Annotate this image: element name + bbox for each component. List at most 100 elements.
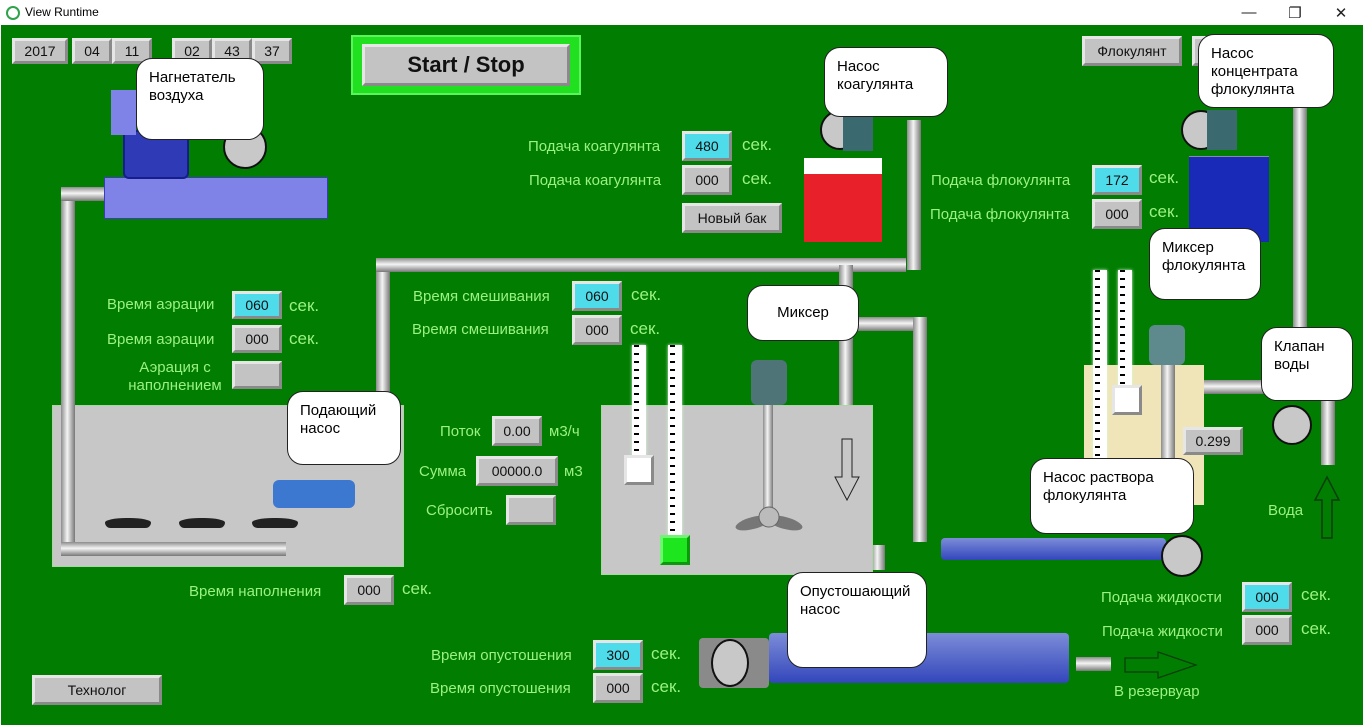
flocculant-button[interactable]: Флокулянт — [1082, 36, 1182, 66]
mixer-motor — [751, 360, 787, 405]
flocculant-solution-pump-bubble: Насос раствора флокулянта — [1030, 458, 1194, 534]
fill-time-unit: сек. — [402, 579, 433, 598]
sum-label: Сумма — [419, 463, 467, 480]
aeration-with-fill-toggle[interactable] — [232, 361, 282, 389]
mix-status-indicator — [660, 535, 690, 565]
liquid-setpoint-unit: сек. — [1301, 585, 1332, 604]
flocculant-concentrate-head — [1207, 110, 1237, 150]
flow-label: Поток — [440, 423, 481, 440]
mixing-tank — [601, 405, 873, 575]
coagulant-pump-bubble: Насос коагулянта — [824, 47, 948, 117]
feed-pump-bubble: Подающий насос — [287, 391, 401, 465]
aeration-tank-pipe-bottom — [61, 542, 286, 556]
clock-second: 37 — [252, 38, 292, 64]
mixing-setpoint-unit: сек. — [631, 285, 662, 304]
drain-setpoint-unit: сек. — [651, 644, 682, 663]
coagulant-setpoint-label: Подача коагулянта — [528, 138, 661, 155]
coagulant-actual-unit: сек. — [742, 169, 773, 188]
mixing-setpoint-label: Время смешивания — [413, 288, 550, 305]
water-valve-bubble: Клапан воды — [1261, 327, 1353, 401]
mixing-actual-value: 000 — [572, 315, 622, 345]
reservoir-arrow-right-icon — [1124, 651, 1198, 679]
new-tank-button[interactable]: Новый бак — [682, 203, 782, 233]
water-valve — [1272, 405, 1312, 445]
drain-setpoint-input[interactable]: 300 — [593, 640, 643, 670]
flocculant-level-scale-1 — [1093, 270, 1107, 465]
flocculant-tank — [1189, 156, 1269, 242]
air-pipe-top — [61, 187, 106, 201]
liquid-setpoint-label: Подача жидкости — [1101, 589, 1222, 606]
clock-day: 11 — [112, 38, 152, 64]
flocculant-level-indicator — [1112, 385, 1142, 415]
aeration-with-fill-label: Аэрация с наполнением — [128, 359, 222, 394]
flocculant-return-pipe-v — [913, 317, 927, 542]
aeration-setpoint-label: Время аэрации — [107, 296, 215, 313]
flocculant-setpoint-input[interactable]: 172 — [1092, 165, 1142, 195]
flocculant-level-value: 0.299 — [1183, 427, 1243, 455]
start-stop-button[interactable]: Start / Stop — [362, 44, 570, 86]
aeration-actual-unit: сек. — [289, 329, 320, 348]
coagulant-setpoint-unit: сек. — [742, 135, 773, 154]
drain-actual-unit: сек. — [651, 677, 682, 696]
coagulant-pump-head — [843, 113, 873, 151]
feed-pump — [273, 480, 355, 508]
air-blower-bubble: Нагнетатель воздуха — [136, 58, 264, 140]
inflow-arrow-down-icon — [834, 438, 860, 502]
liquid-setpoint-input[interactable]: 000 — [1242, 582, 1292, 612]
sum-value: 00000.0 — [476, 456, 558, 486]
flocculant-actual-label: Подача флокулянта — [930, 206, 1070, 223]
mix-level-indicator — [624, 455, 654, 485]
diffuser-3 — [252, 518, 298, 528]
mixer-bubble: Миксер — [747, 285, 859, 341]
aeration-setpoint-input[interactable]: 060 — [232, 291, 282, 319]
fill-time-value: 000 — [344, 575, 394, 605]
drain-pump-bubble: Опустошающий насос — [787, 572, 927, 668]
coagulant-setpoint-input[interactable]: 480 — [682, 131, 732, 161]
mixing-actual-unit: сек. — [630, 319, 661, 338]
window-title: View Runtime — [25, 5, 99, 19]
reservoir-outlet-pipe — [1076, 657, 1111, 671]
close-button[interactable]: ✕ — [1334, 4, 1348, 22]
reset-button[interactable] — [506, 495, 556, 525]
flocculant-setpoint-label: Подача флокулянта — [931, 172, 1071, 189]
scada-canvas: 2017 04 11 02 43 37 Start / Stop Нагнета… — [1, 25, 1363, 725]
aeration-tank-pipe — [61, 405, 75, 555]
mix-level-scale-1 — [632, 345, 646, 455]
liquid-actual-value: 000 — [1242, 615, 1292, 645]
flocculant-actual-unit: сек. — [1149, 202, 1180, 221]
drain-setpoint-label: Время опустошения — [431, 647, 572, 664]
diffuser-1 — [105, 518, 151, 528]
liquid-actual-unit: сек. — [1301, 619, 1332, 638]
flocculant-setpoint-unit: сек. — [1149, 168, 1180, 187]
flocculant-concentrate-pump-bubble: Насос концентрата флокулянта — [1198, 34, 1334, 108]
app-icon — [6, 6, 20, 20]
liquid-actual-label: Подача жидкости — [1102, 623, 1223, 640]
water-arrow-up-icon — [1313, 475, 1341, 539]
clock-month: 04 — [72, 38, 112, 64]
flocculant-return-pipe-h — [851, 317, 926, 331]
air-blower-body — [104, 177, 328, 219]
restore-button[interactable]: ❐ — [1288, 4, 1302, 22]
flow-value: 0.00 — [492, 416, 542, 446]
flocculant-actual-value: 000 — [1092, 199, 1142, 229]
aeration-actual-label: Время аэрации — [107, 331, 215, 348]
flocculant-level-scale-2 — [1118, 270, 1132, 385]
drain-pump-motor — [711, 639, 749, 687]
diffuser-2 — [179, 518, 225, 528]
flocculant-solution-pump — [941, 538, 1166, 560]
water-label: Вода — [1268, 502, 1304, 519]
coagulant-actual-label: Подача коагулянта — [529, 172, 662, 189]
flow-unit: м3/ч — [549, 423, 580, 440]
mixing-setpoint-input[interactable]: 060 — [572, 281, 622, 311]
fill-time-label: Время наполнения — [189, 583, 322, 600]
drain-actual-label: Время опустошения — [430, 680, 571, 697]
mixing-actual-label: Время смешивания — [412, 321, 549, 338]
flocculant-solution-motor — [1161, 535, 1203, 577]
aeration-setpoint-unit: сек. — [289, 296, 320, 315]
technologist-button[interactable]: Технолог — [32, 675, 162, 705]
coagulant-tank-top — [804, 158, 882, 172]
flocculant-mixer-bubble: Миксер флокулянта — [1149, 228, 1261, 300]
flocculant-mixer-motor — [1149, 325, 1185, 365]
minimize-button[interactable]: — — [1241, 4, 1257, 21]
drain-actual-value: 000 — [593, 673, 643, 703]
